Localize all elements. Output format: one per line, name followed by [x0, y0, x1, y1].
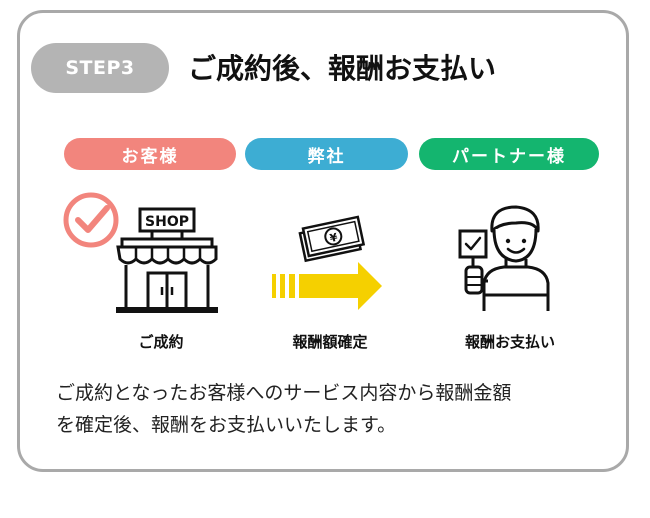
- description-line-1: ご成約となったお客様へのサービス内容から報酬金額: [56, 382, 512, 404]
- money-icon: ¥: [296, 215, 366, 269]
- party-partner-pill: パートナー様: [419, 138, 599, 170]
- label-contract: ご成約: [138, 333, 184, 351]
- partner-person-icon: [454, 201, 554, 317]
- shop-icon: SHOP: [108, 205, 218, 319]
- label-payment: 報酬お支払い: [464, 333, 555, 351]
- description: ご成約となったお客様へのサービス内容から報酬金額 を確定後、報酬をお支払いいたし…: [56, 377, 612, 441]
- step-card: STEP3 ご成約後、報酬お支払い お客様 弊社 パートナー様 SHOP: [17, 10, 629, 472]
- yen-symbol: ¥: [329, 231, 340, 245]
- label-fee-fixed: 報酬額確定: [292, 333, 368, 351]
- arrow-icon: [272, 260, 384, 316]
- check-icon: [62, 191, 120, 253]
- step-badge: STEP3: [31, 43, 169, 93]
- party-company-pill: 弊社: [245, 138, 408, 170]
- description-line-2: を確定後、報酬をお支払いいたします。: [56, 414, 397, 436]
- shop-sign-text: SHOP: [145, 214, 189, 230]
- party-customer-pill: お客様: [64, 138, 236, 170]
- step-title: ご成約後、報酬お支払い: [188, 52, 497, 85]
